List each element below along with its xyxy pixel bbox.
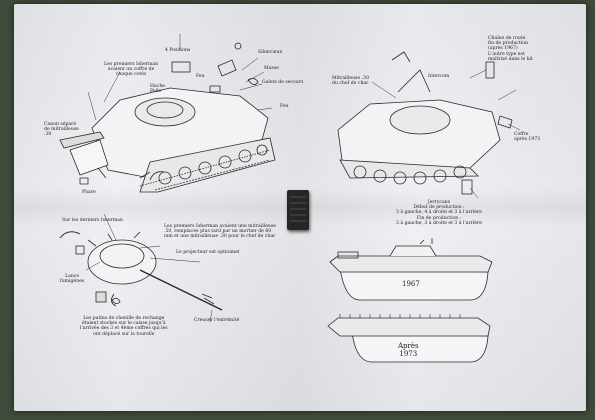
- label-coffre: Coffre après 1973: [514, 132, 541, 143]
- profile-1973-drawing: [327, 314, 491, 363]
- label-premiers-mitrailleuse: Les premiers Isherman avaient une mitrai…: [164, 224, 276, 240]
- label-jerrycans: Jerrycans Début de production : 3 à gauc…: [396, 200, 482, 226]
- label-chaine-de-route: Chaîne de route fin de production (après…: [488, 36, 533, 62]
- label-year-after-1973: Après 1973: [398, 342, 419, 358]
- label-canon: Canon séparé de mitrailleuse .30: [44, 122, 79, 138]
- spare-part-piece: [287, 190, 309, 230]
- label-hache-pelle: Hache Pelle: [150, 84, 165, 95]
- turret-drawing: [75, 231, 223, 311]
- label-creuser: Creuser l'extrémité: [194, 318, 240, 323]
- label-derniers-isherman: Sur les derniers Isherman: [62, 218, 123, 223]
- label-galets: Galets de secours: [262, 80, 304, 85]
- tank-top-left-drawing: [59, 42, 276, 193]
- label-patins: Les patins de chenille de rechange étaie…: [80, 316, 168, 337]
- label-feu-top: Feu: [196, 74, 205, 79]
- label-4-positions: 4 Positions: [165, 48, 191, 53]
- label-lance-fumigenes: Lance fumigènes: [60, 274, 85, 285]
- label-mitrailleuse: Mitrailleuse .30 du chef de char: [332, 76, 369, 87]
- label-first-subframes: Les premiers Isherman avaient un coffre …: [104, 62, 159, 78]
- label-phare: Phare: [82, 190, 96, 195]
- label-projecteur: Le projecteur est optionnel: [176, 250, 240, 255]
- label-silencieux: Silencieux: [258, 50, 283, 55]
- label-intercom: Intercom: [428, 74, 450, 79]
- profile-1967-drawing: [329, 238, 493, 301]
- tank-top-right-drawing: [337, 51, 513, 195]
- label-feu-right: Feu: [280, 104, 289, 109]
- label-masse: Masse: [264, 66, 279, 71]
- label-year-1967: 1967: [402, 280, 420, 288]
